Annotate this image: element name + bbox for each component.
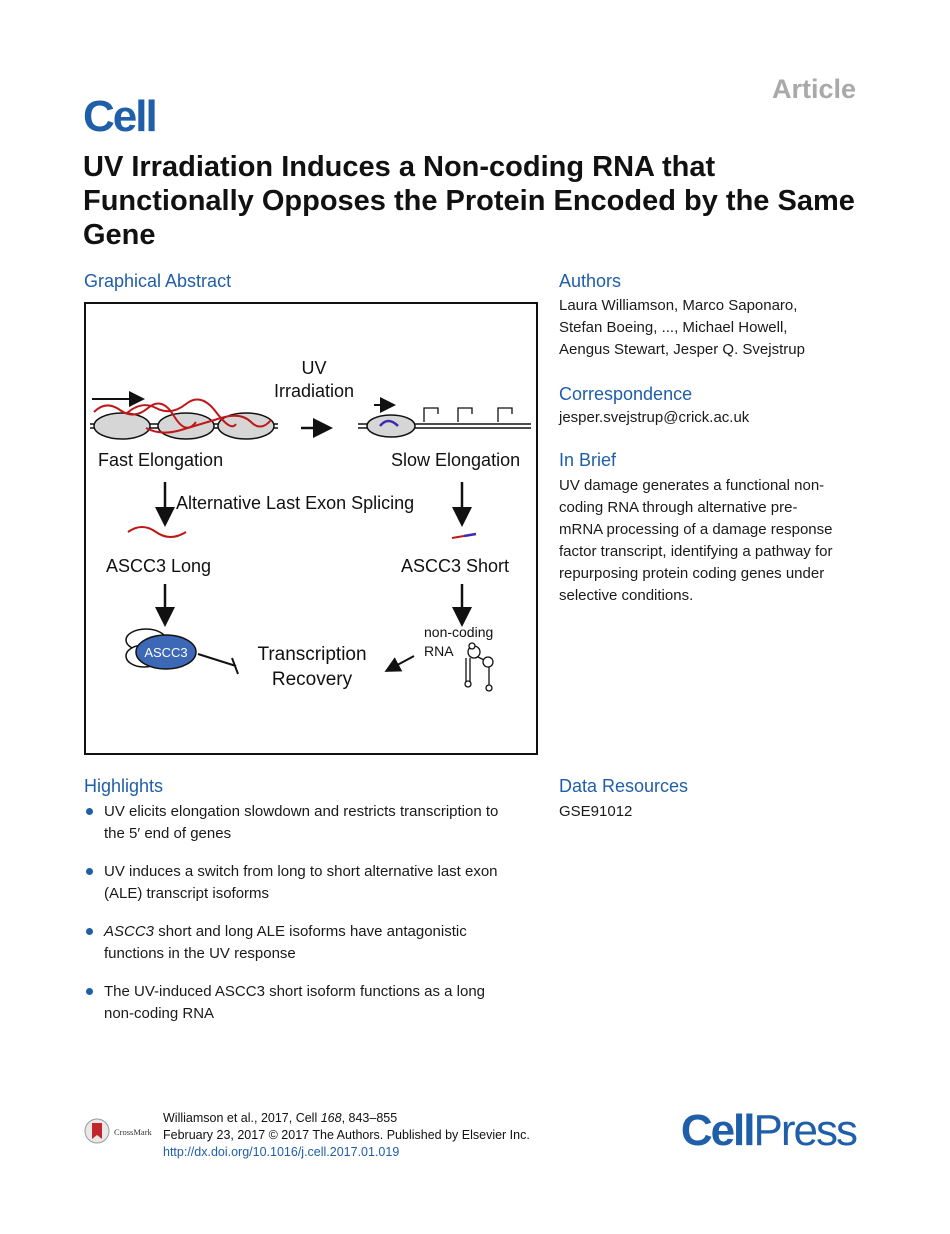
paper-title: UV Irradiation Induces a Non-coding RNA … bbox=[83, 151, 855, 251]
polymerase-1 bbox=[93, 412, 151, 440]
uv-label: UV bbox=[301, 358, 326, 378]
uv-lesions bbox=[423, 407, 513, 422]
authors-line: Stefan Boeing, ..., Michael Howell, bbox=[559, 319, 788, 336]
citation-prefix: Williamson et al., 2017, Cell bbox=[163, 1111, 321, 1125]
polymerase-3 bbox=[217, 412, 275, 440]
splicing-label: Alternative Last Exon Splicing bbox=[176, 493, 414, 513]
ascc3-protein bbox=[135, 634, 197, 670]
ascc3-protein-label: ASCC3 bbox=[144, 645, 187, 660]
correspondence-heading: Correspondence bbox=[559, 384, 693, 404]
transcription-label: Transcription bbox=[257, 644, 366, 665]
highlight-item: ASCC3 short and long ALE isoforms have a… bbox=[84, 921, 544, 965]
highlight-line: The UV-induced ASCC3 short isoform funct… bbox=[104, 983, 486, 1000]
authors-heading: Authors bbox=[559, 271, 622, 291]
highlights-list: UV elicits elongation slowdown and restr… bbox=[84, 801, 544, 1041]
gene-name: ASCC3 bbox=[104, 923, 155, 940]
nascent-rna-1 bbox=[93, 402, 197, 429]
graphical-abstract-figure: UV Irradiation Fast Elongation Slow Elon… bbox=[84, 302, 538, 755]
journal-logo: Cell bbox=[83, 92, 158, 141]
crossmark-logo[interactable]: CrossMark bbox=[84, 1117, 164, 1145]
polymerase-slow bbox=[366, 414, 416, 438]
in-brief-text: UV damage generates a functional non- co… bbox=[559, 475, 832, 607]
ncrna-structure bbox=[464, 642, 494, 692]
citation-block: Williamson et al., 2017, Cell 168, 843–8… bbox=[163, 1110, 530, 1161]
data-resources-heading: Data Resources bbox=[559, 776, 689, 796]
in-brief-line: UV damage generates a functional non- bbox=[559, 477, 825, 494]
highlight-line: UV elicits elongation slowdown and restr… bbox=[104, 803, 499, 820]
authors-line: Laura Williamson, Marco Saponaro, bbox=[559, 297, 798, 314]
bullet-icon bbox=[86, 808, 93, 815]
bullet-icon bbox=[86, 928, 93, 935]
slow-elongation-label: Slow Elongation bbox=[391, 450, 520, 470]
publication-date: February 23, 2017 © 2017 The Authors. Pu… bbox=[163, 1128, 530, 1142]
short-nascent-rna bbox=[379, 419, 399, 427]
citation-volume: 168 bbox=[320, 1111, 342, 1125]
highlight-item: UV elicits elongation slowdown and restr… bbox=[84, 801, 544, 845]
fast-elongation-label: Fast Elongation bbox=[98, 450, 223, 470]
cellpress-cell: Cell bbox=[680, 1106, 756, 1155]
rna-label: RNA bbox=[424, 643, 454, 659]
inhibition-line bbox=[197, 653, 237, 667]
ascc3-short-label: ASCC3 Short bbox=[401, 556, 509, 576]
highlight-line: (ALE) transcript isoforms bbox=[104, 885, 270, 902]
short-isoform-rna bbox=[463, 532, 477, 538]
cellpress-press: Press bbox=[753, 1106, 858, 1155]
polymerase-2 bbox=[157, 412, 215, 440]
in-brief-line: factor transcript, identifying a pathway… bbox=[559, 543, 833, 560]
in-brief-line: coding RNA through alternative pre- bbox=[559, 499, 798, 516]
citation-line: Williamson et al., 2017, Cell 168, 843–8… bbox=[163, 1110, 530, 1127]
bullet-icon bbox=[86, 988, 93, 995]
article-label: Article bbox=[771, 74, 856, 104]
highlight-line: functions in the UV response bbox=[104, 945, 296, 962]
cellpress-logo: CellPress bbox=[680, 1106, 858, 1156]
graphical-abstract-heading: Graphical Abstract bbox=[84, 271, 232, 291]
highlight-line: the 5′ end of genes bbox=[104, 825, 232, 842]
highlight-item: UV induces a switch from long to short a… bbox=[84, 861, 544, 905]
inhibition-bar bbox=[231, 657, 239, 675]
arrow-rna-to-recovery bbox=[384, 655, 415, 672]
in-brief-heading: In Brief bbox=[559, 450, 617, 470]
nascent-rna-3 bbox=[145, 414, 272, 434]
long-isoform-rna bbox=[127, 526, 187, 538]
in-brief-line: mRNA processing of a damage response bbox=[559, 521, 833, 538]
noncoding-label: non-coding bbox=[424, 624, 493, 640]
highlight-item: The UV-induced ASCC3 short isoform funct… bbox=[84, 981, 544, 1025]
highlight-line: short and long ALE isoforms have antagon… bbox=[154, 923, 467, 940]
doi-link[interactable]: http://dx.doi.org/10.1016/j.cell.2017.01… bbox=[163, 1145, 400, 1159]
authors-list: Laura Williamson, Marco Saponaro, Stefan… bbox=[559, 295, 805, 361]
highlight-line: UV induces a switch from long to short a… bbox=[104, 863, 498, 880]
data-accession[interactable]: GSE91012 bbox=[559, 803, 633, 820]
correspondence-email[interactable]: jesper.svejstrup@crick.ac.uk bbox=[559, 409, 750, 426]
irradiation-label: Irradiation bbox=[274, 381, 354, 401]
graphical-abstract-diagram: UV Irradiation Fast Elongation Slow Elon… bbox=[90, 358, 531, 692]
highlights-heading: Highlights bbox=[84, 776, 164, 796]
in-brief-line: repurposing protein coding genes under bbox=[559, 565, 825, 582]
citation-pages: , 843–855 bbox=[341, 1111, 398, 1125]
authors-line: Aengus Stewart, Jesper Q. Svejstrup bbox=[559, 341, 805, 358]
bullet-icon bbox=[86, 868, 93, 875]
nascent-rna-2 bbox=[125, 398, 237, 428]
in-brief-line: selective conditions. bbox=[559, 587, 694, 604]
highlight-line: non-coding RNA bbox=[104, 1005, 215, 1022]
recovery-label: Recovery bbox=[272, 669, 353, 690]
crossmark-text: CrossMark bbox=[114, 1127, 153, 1137]
ascc3-long-label: ASCC3 Long bbox=[106, 556, 211, 576]
